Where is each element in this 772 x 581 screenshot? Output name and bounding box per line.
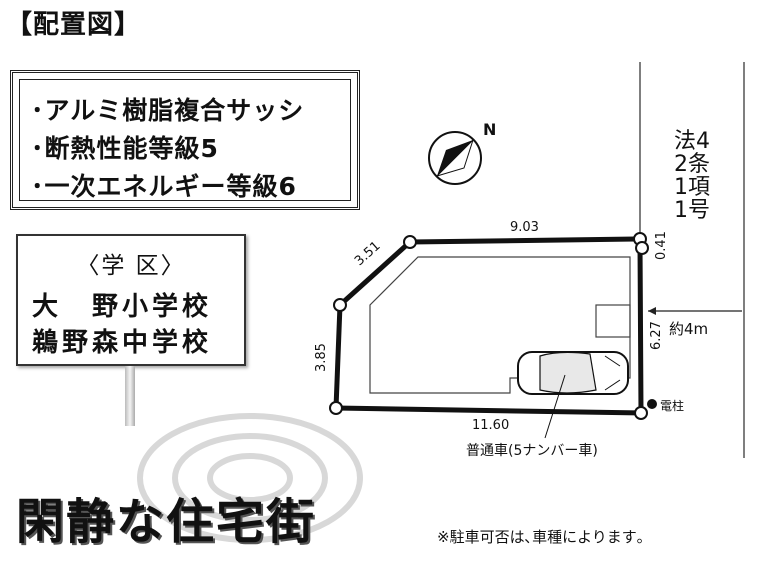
dimension-left: 3.85 xyxy=(314,343,329,372)
car-leader-line xyxy=(544,374,566,439)
dimension-bottom: 11.60 xyxy=(472,418,510,433)
car-icon xyxy=(517,351,629,395)
dimension-right: 6.27 xyxy=(649,321,664,350)
road-designation-label: 法42条1項1号 xyxy=(672,130,712,222)
school-district-sign: 〈学 区〉 大 野小学校 鵜野森中学校 xyxy=(16,234,246,366)
swirl-decoration xyxy=(137,413,363,543)
catchphrase: 閑静な住宅街 xyxy=(16,494,317,550)
spec-box-inner xyxy=(19,79,351,201)
road-width-arrowhead xyxy=(648,307,656,315)
dimension-right-top: 0.41 xyxy=(654,231,669,260)
utility-pole-icon xyxy=(647,399,657,409)
spec-line-energy: ･一次エネルギー等級6 xyxy=(31,172,297,201)
page-title: 【配置図】 xyxy=(6,10,142,40)
car-label: 普通車(5ナンバー車) xyxy=(466,443,598,459)
road-designation-text: 法42条1項1号 xyxy=(674,129,710,223)
compass-icon xyxy=(428,131,482,185)
parking-note: ※駐車可否は､車種によります｡ xyxy=(437,528,645,546)
utility-pole-label: 電柱 xyxy=(660,399,685,413)
junior-high-school-name: 鵜野森中学校 xyxy=(32,328,213,358)
sign-pole xyxy=(125,366,135,426)
corner-markers xyxy=(329,232,649,420)
road-width-label: 約4m xyxy=(669,320,709,338)
spec-line-sash: ･アルミ樹脂複合サッシ xyxy=(31,96,305,125)
elementary-school-name: 大 野小学校 xyxy=(32,292,213,322)
dimension-top: 9.03 xyxy=(510,220,539,235)
compass-north-label: N xyxy=(483,120,497,139)
spec-box: ･アルミ樹脂複合サッシ ･断熱性能等級5 ･一次エネルギー等級6 xyxy=(10,70,360,210)
building-footprint xyxy=(369,256,631,394)
building-annex xyxy=(595,304,631,338)
school-district-heading: 〈学 区〉 xyxy=(76,253,186,279)
spec-line-insulation: ･断熱性能等級5 xyxy=(31,134,219,163)
